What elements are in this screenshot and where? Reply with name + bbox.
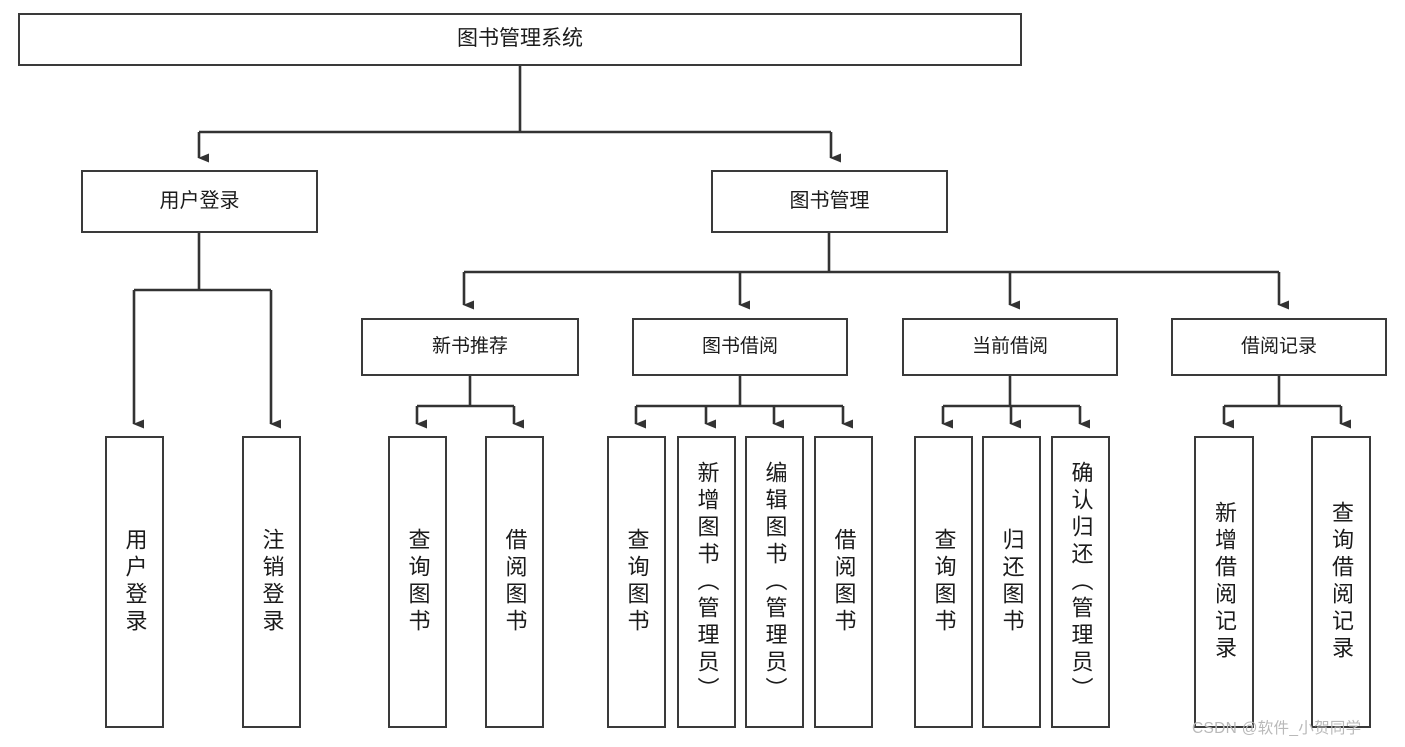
node-borrow-records-label: 借阅记录 <box>1240 335 1317 357</box>
node-book-borrow[interactable]: 图书借阅 <box>632 318 848 376</box>
node-user-login-label: 用户登录 <box>159 189 240 212</box>
leaf-user-login-label: 用户登录 <box>122 528 148 636</box>
leaf-return-book-label: 归还图书 <box>999 528 1025 636</box>
leaf-add-book-admin-label: 新增图书（管理员） <box>694 460 720 704</box>
node-root[interactable]: 图书管理系统 <box>18 13 1022 66</box>
leaf-edit-book-admin[interactable]: 编辑图书（管理员） <box>745 436 804 728</box>
leaf-query-book-recommend-label: 查询图书 <box>405 528 431 636</box>
leaf-add-book-admin[interactable]: 新增图书（管理员） <box>677 436 736 728</box>
leaf-add-borrow-record[interactable]: 新增借阅记录 <box>1194 436 1254 728</box>
node-borrow-records[interactable]: 借阅记录 <box>1171 318 1387 376</box>
leaf-confirm-return-admin[interactable]: 确认归还（管理员） <box>1051 436 1110 728</box>
node-new-book-recommend[interactable]: 新书推荐 <box>361 318 579 376</box>
leaf-query-book-recommend[interactable]: 查询图书 <box>388 436 447 728</box>
node-book-management[interactable]: 图书管理 <box>711 170 948 233</box>
leaf-user-login[interactable]: 用户登录 <box>105 436 164 728</box>
node-book-borrow-label: 图书借阅 <box>701 335 778 357</box>
leaf-query-book-current-label: 查询图书 <box>931 528 957 636</box>
leaf-borrow-book-recommend[interactable]: 借阅图书 <box>485 436 544 728</box>
leaf-borrow-book-recommend-label: 借阅图书 <box>502 528 528 636</box>
leaf-borrow-book[interactable]: 借阅图书 <box>814 436 873 728</box>
leaf-edit-book-admin-label: 编辑图书（管理员） <box>762 460 788 704</box>
node-book-management-label: 图书管理 <box>789 189 870 212</box>
leaf-query-borrow-record[interactable]: 查询借阅记录 <box>1311 436 1371 728</box>
node-root-label: 图书管理系统 <box>457 27 583 51</box>
node-user-login[interactable]: 用户登录 <box>81 170 318 233</box>
leaf-confirm-return-admin-label: 确认归还（管理员） <box>1068 460 1094 704</box>
leaf-query-book-current[interactable]: 查询图书 <box>914 436 973 728</box>
leaf-query-book-borrow-label: 查询图书 <box>624 528 650 636</box>
leaf-logout-label: 注销登录 <box>259 528 285 636</box>
leaf-query-borrow-record-label: 查询借阅记录 <box>1329 501 1354 663</box>
leaf-logout[interactable]: 注销登录 <box>242 436 301 728</box>
leaf-query-book-borrow[interactable]: 查询图书 <box>607 436 666 728</box>
leaf-return-book[interactable]: 归还图书 <box>982 436 1041 728</box>
leaf-add-borrow-record-label: 新增借阅记录 <box>1212 501 1237 663</box>
node-current-borrow[interactable]: 当前借阅 <box>902 318 1118 376</box>
csdn-watermark: CSDN @软件_小贺同学 <box>1192 720 1362 737</box>
leaf-borrow-book-label: 借阅图书 <box>831 528 857 636</box>
node-current-borrow-label: 当前借阅 <box>971 335 1048 357</box>
node-new-book-recommend-label: 新书推荐 <box>431 335 508 357</box>
